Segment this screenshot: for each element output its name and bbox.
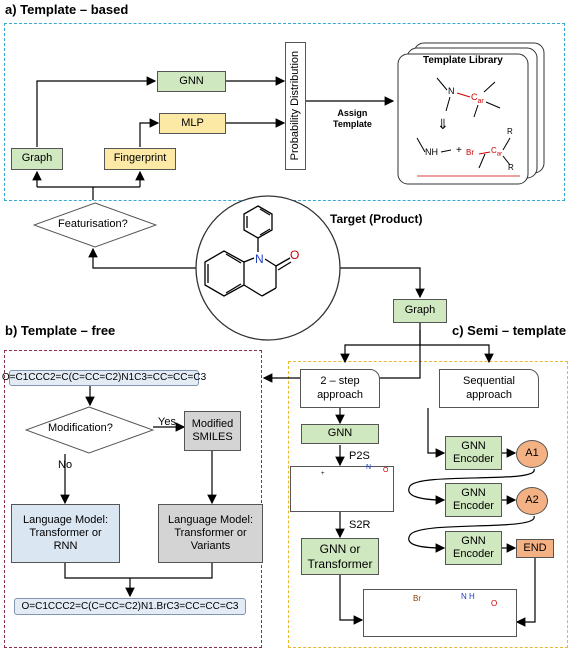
fingerprint-node: Fingerprint bbox=[104, 148, 176, 170]
assign-template-label: Assign Template bbox=[333, 108, 372, 129]
synthon-o-atom: O bbox=[383, 467, 389, 474]
reactant-o-atom: O bbox=[491, 599, 498, 608]
no-label: No bbox=[58, 459, 73, 471]
reactant-br-atom: Br bbox=[413, 594, 421, 603]
target-product-label: Target (Product) bbox=[330, 212, 423, 226]
template-plus: + bbox=[456, 145, 462, 156]
target-o-atom: O bbox=[290, 248, 300, 262]
template-r1: R bbox=[507, 127, 513, 136]
output-smiles: O=C1CCC2=C(C=CC=C2)N1.BrC3=CC=CC=C3 bbox=[14, 598, 246, 615]
target-n-atom: N bbox=[255, 252, 264, 266]
gnn-or-transformer-node: GNN or Transformer bbox=[301, 538, 379, 575]
input-smiles: O=C1CCC2=C(C=CC=C2)N1C3=CC=CC=C3 bbox=[2, 370, 206, 386]
graph-node-a: Graph bbox=[11, 148, 63, 170]
modification-label: Modification? bbox=[48, 422, 113, 434]
synthon-plus-mark: + bbox=[321, 471, 325, 477]
synthon-box bbox=[290, 466, 394, 512]
gnn-encoder-1: GNN Encoder bbox=[445, 436, 502, 470]
yes-label: Yes bbox=[158, 416, 176, 428]
section-c-title: c) Semi – template bbox=[452, 323, 567, 338]
section-b-title: b) Template – free bbox=[5, 323, 116, 338]
gnn-node-c: GNN bbox=[301, 424, 379, 444]
gnn-encoder-3: GNN Encoder bbox=[445, 531, 502, 565]
semi-template-frame bbox=[288, 361, 568, 648]
gnn-encoder-2: GNN Encoder bbox=[445, 483, 502, 517]
template-arrow: ⇓ bbox=[437, 116, 449, 132]
end-node: END bbox=[516, 539, 554, 558]
sequential-approach-box: Sequential approach bbox=[439, 369, 539, 408]
probability-distribution-box: Probability Distribution bbox=[285, 42, 306, 170]
template-free-frame bbox=[4, 350, 262, 648]
target-circle bbox=[195, 195, 341, 341]
template-car-atom: Car bbox=[471, 92, 484, 105]
template-car-atom-2: Car bbox=[491, 146, 503, 158]
reactant-h-atom: H bbox=[469, 592, 475, 601]
probability-distribution-label: Probability Distribution bbox=[288, 51, 301, 161]
mlp-node: MLP bbox=[159, 113, 226, 134]
a2-node: A2 bbox=[516, 487, 548, 515]
s2r-label: S2R bbox=[349, 519, 371, 531]
language-model-variants: Language Model: Transformer or Variants bbox=[158, 504, 263, 563]
template-n-atom: N bbox=[448, 86, 455, 96]
language-model-rnn: Language Model: Transformer or RNN bbox=[11, 504, 120, 563]
featurisation-label: Featurisation? bbox=[58, 218, 128, 230]
template-br-atom: Br bbox=[466, 148, 474, 157]
synthon-n-atom: N bbox=[366, 464, 372, 471]
template-r2: R bbox=[508, 163, 514, 172]
template-nh-atom: NH bbox=[425, 147, 438, 157]
reactants-box bbox=[363, 589, 517, 637]
target-molecule bbox=[204, 205, 292, 297]
template-library-title: Template Library bbox=[423, 55, 503, 66]
gnn-node-a: GNN bbox=[157, 71, 226, 92]
p2s-label: P2S bbox=[349, 450, 370, 462]
section-a-title: a) Template – based bbox=[5, 2, 129, 17]
two-step-approach-box: 2 – step approach bbox=[300, 369, 380, 408]
graph-node-center: Graph bbox=[393, 299, 447, 323]
reactant-n-atom: N bbox=[461, 592, 467, 601]
featurisation-diamond bbox=[33, 202, 157, 248]
modification-diamond bbox=[25, 406, 154, 454]
a1-node: A1 bbox=[516, 440, 548, 468]
modified-smiles-box: Modified SMILES bbox=[184, 411, 241, 451]
